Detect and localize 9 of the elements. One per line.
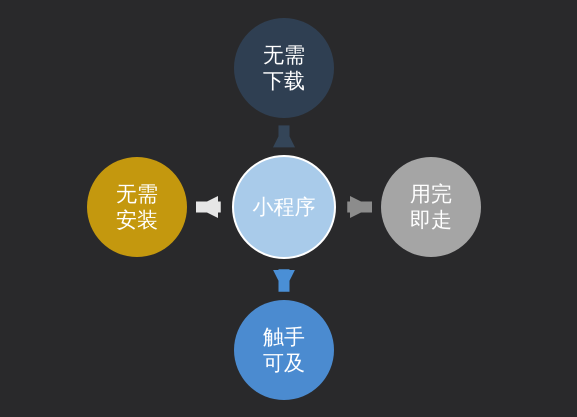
circle-label: 小程序	[252, 194, 316, 220]
circle-label: 无需安装	[115, 181, 159, 233]
block-arrow	[273, 125, 295, 148]
circle-label: 触手可及	[262, 324, 306, 376]
block-arrow	[273, 269, 295, 292]
circle-label: 用完即走	[409, 181, 453, 233]
block-arrow	[347, 196, 372, 218]
block-arrow	[196, 196, 221, 218]
circle-label: 无需下载	[262, 42, 306, 94]
